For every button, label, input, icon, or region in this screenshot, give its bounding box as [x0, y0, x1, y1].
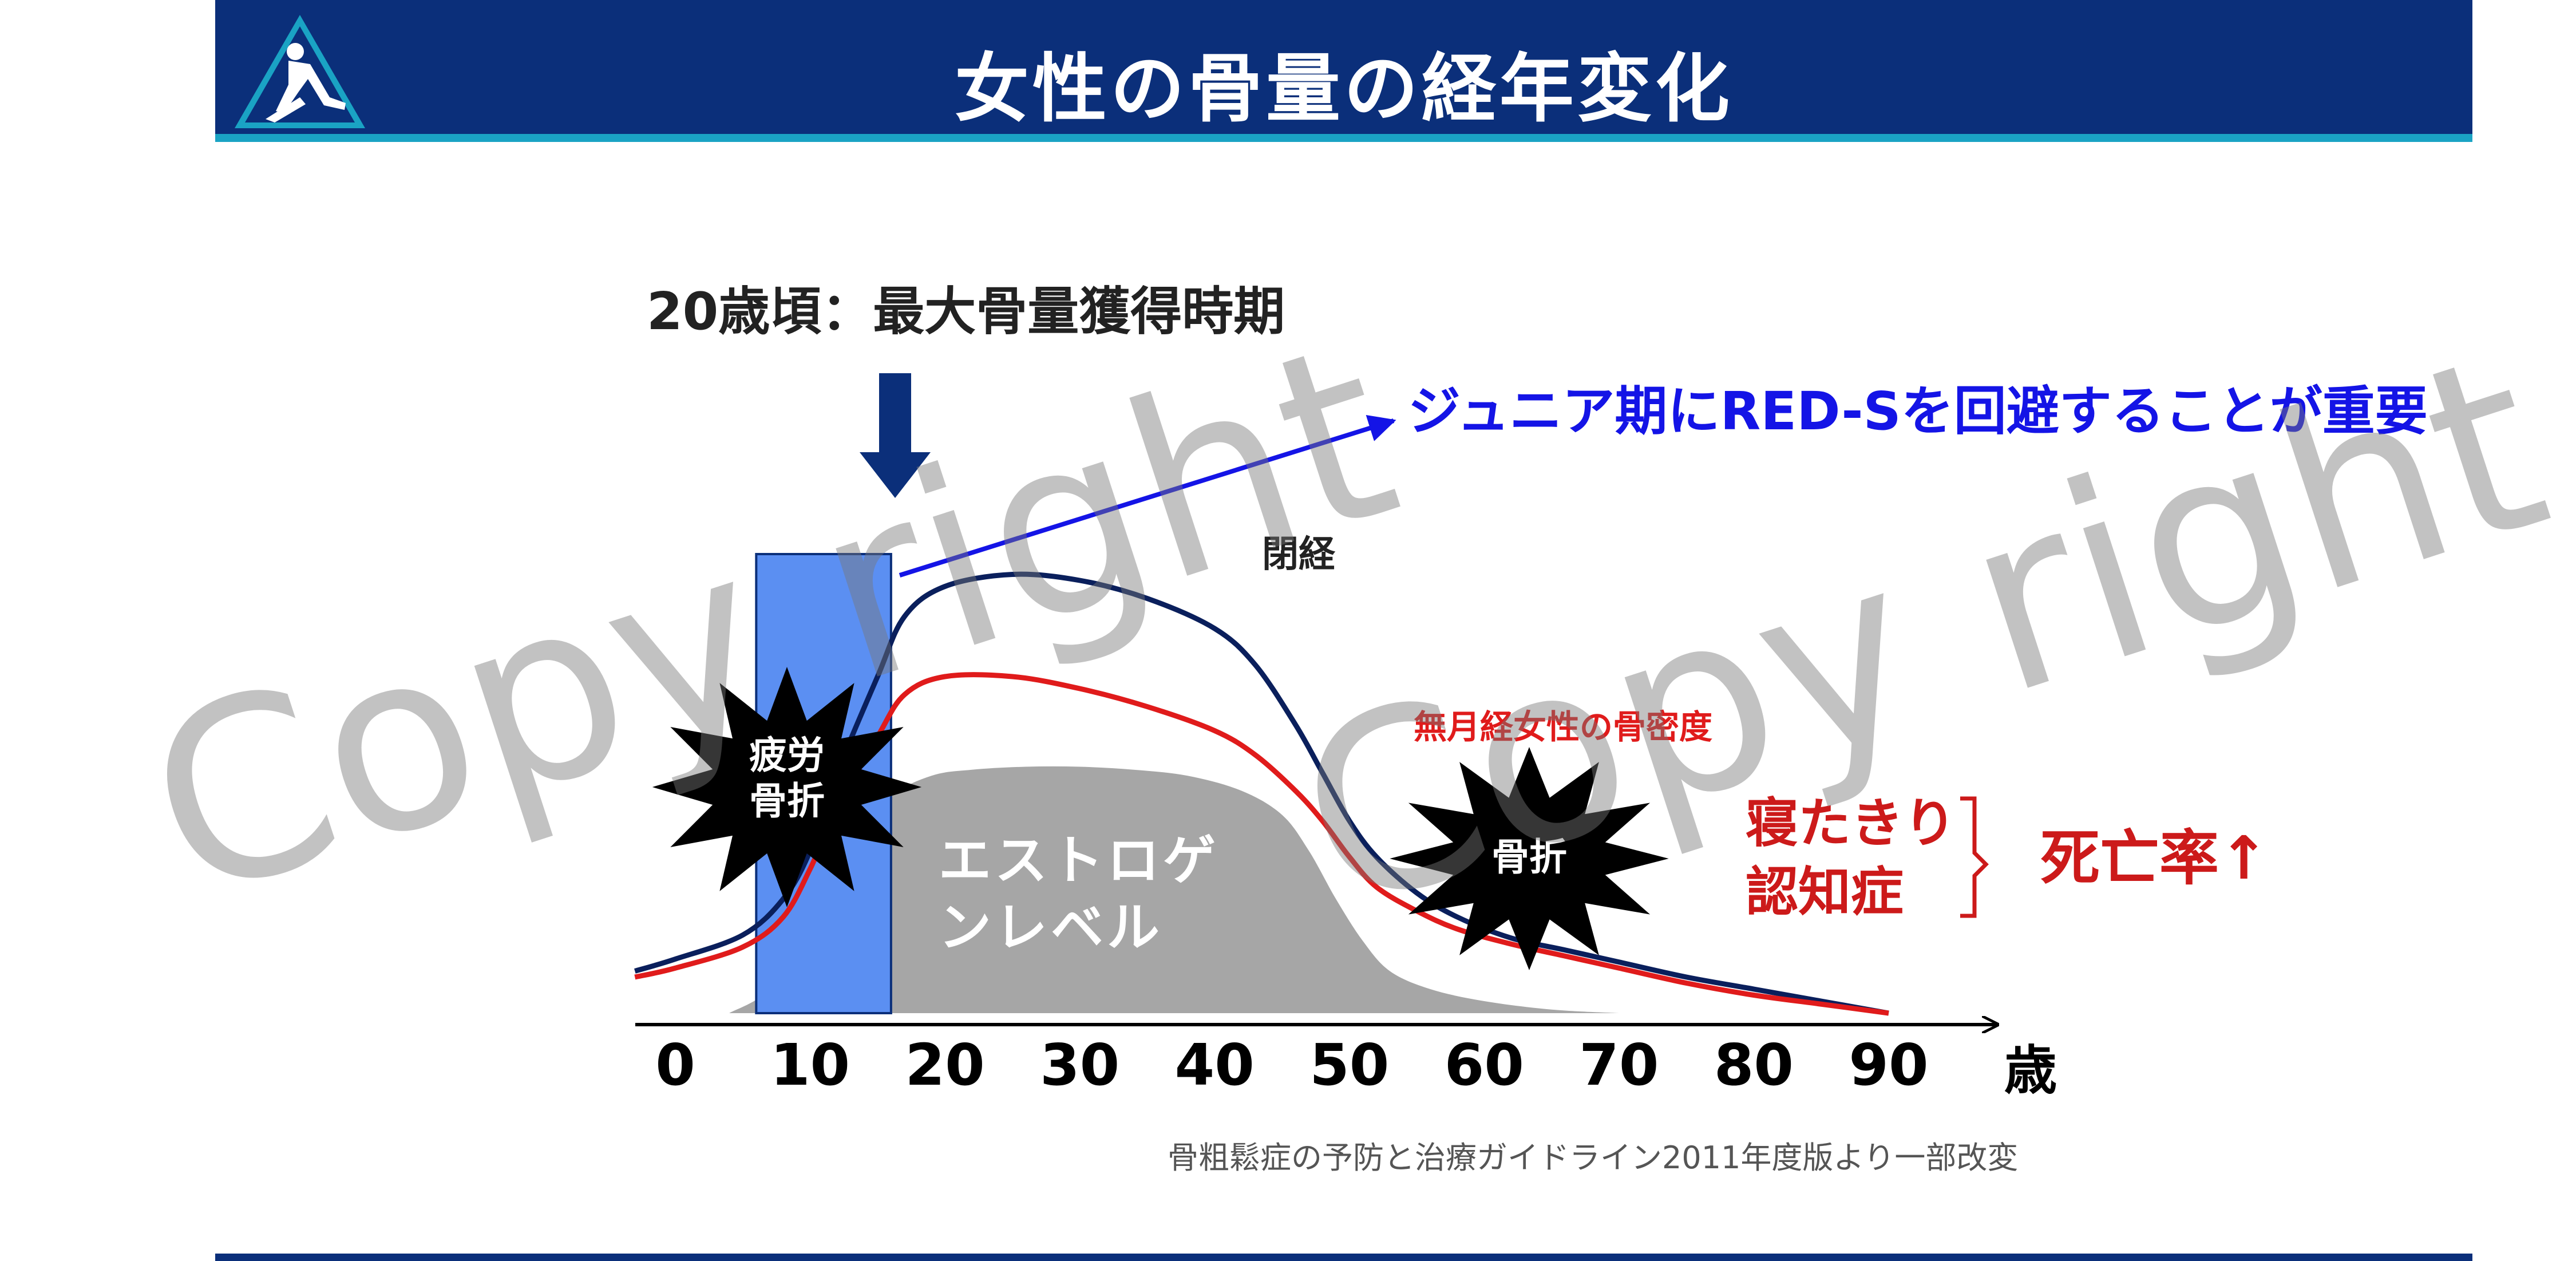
x-tick-label: 30	[1040, 1031, 1119, 1098]
estrogen-level-area	[729, 766, 1619, 1013]
estrogen-label-line1: エストロゲ	[939, 830, 1219, 891]
footer-bar	[215, 1254, 2472, 1261]
down-arrow-icon	[860, 373, 931, 498]
menopause-label: 閉経	[1262, 533, 1336, 576]
x-tick-label: 90	[1849, 1031, 1928, 1098]
stress-fracture-burst-icon	[652, 667, 922, 907]
x-tick-label: 50	[1309, 1031, 1389, 1098]
x-tick-label: 40	[1175, 1031, 1255, 1098]
outcome-bracket	[1960, 796, 1989, 918]
x-tick-label: 0	[655, 1031, 695, 1098]
mortality-label: 死亡率↑	[2040, 823, 2269, 893]
peak-label: 20歳頃：最大骨量獲得時期	[647, 282, 1285, 342]
amenorrhea-label: 無月経女性の骨密度	[1414, 707, 1712, 746]
x-tick-label: 70	[1579, 1031, 1659, 1098]
fracture-burst-icon	[1390, 747, 1669, 970]
header-bar: 女性の骨量の経年変化	[215, 0, 2472, 142]
estrogen-label-line2: ンレベル	[939, 897, 1163, 958]
stress-fracture-label-line1: 疲労	[749, 733, 825, 777]
x-tick-label: 60	[1445, 1031, 1524, 1098]
x-axis-unit: 歳	[2004, 1040, 2057, 1101]
source-note: 骨粗鬆症の予防と治療ガイドライン2011年度版より一部改変	[1168, 1140, 2019, 1176]
stress-fracture-label-line2: 骨折	[749, 779, 825, 823]
junior-message: ジュニア期にRED-Sを回避することが重要	[1408, 381, 2428, 442]
athlete-logo-icon	[235, 15, 365, 128]
x-tick-label: 20	[905, 1031, 985, 1098]
x-tick-label: 10	[770, 1031, 850, 1098]
x-tick-label: 80	[1714, 1031, 1794, 1098]
message-arrow	[899, 414, 1396, 578]
outcome-label-line2: 認知症	[1746, 861, 1904, 923]
fracture-label: 骨折	[1491, 835, 1567, 879]
page-title: 女性の骨量の経年変化	[954, 45, 1733, 132]
outcome-label-line1: 寝たきり	[1746, 793, 1956, 854]
